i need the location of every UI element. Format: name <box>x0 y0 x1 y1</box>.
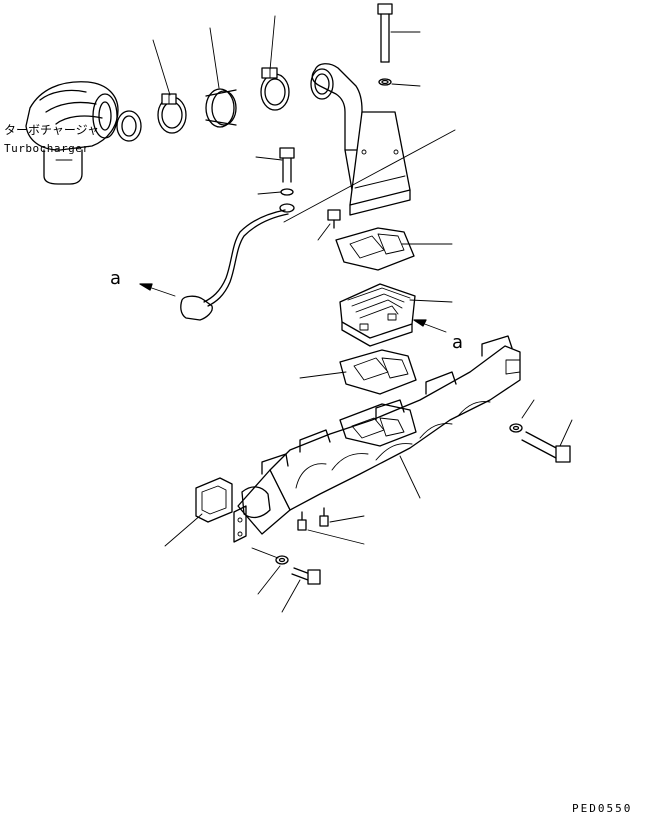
drawing-code: PED0550 <box>572 802 632 815</box>
view-arrow-upper <box>139 283 176 297</box>
sensor-plug <box>327 209 341 229</box>
gasket-upper <box>335 227 415 271</box>
mid-bolt <box>279 147 295 213</box>
leader-line <box>559 419 573 447</box>
leader-line <box>299 371 347 379</box>
intake-elbow <box>310 63 411 216</box>
leader-line <box>255 156 283 161</box>
washer-right <box>509 423 523 433</box>
leader-line <box>399 455 421 499</box>
view-label-a-lower: a <box>452 332 463 353</box>
turbocharger-label-jp: ターボチャージャ <box>4 123 99 137</box>
connector-ring <box>116 110 142 142</box>
bolt-right <box>521 431 571 463</box>
bolt-lower <box>291 567 321 585</box>
end-cover-plate <box>195 477 233 523</box>
leader-line <box>329 515 365 523</box>
view-arrow-lower <box>413 319 447 333</box>
hose-clamp-2 <box>260 67 290 111</box>
leader-line <box>251 547 279 559</box>
wiring-harness <box>180 209 289 321</box>
leader-line <box>283 129 456 223</box>
view-label-a-upper: a <box>110 268 121 289</box>
leader-line <box>257 565 281 595</box>
leader-line <box>209 27 220 89</box>
leader-line <box>521 399 535 419</box>
leader-line <box>409 299 453 303</box>
heater-block <box>339 283 416 347</box>
end-bracket <box>233 505 247 543</box>
sensor-lower-2 <box>319 507 329 527</box>
connecting-hose <box>205 88 237 128</box>
turbocharger-outline <box>25 81 119 185</box>
turbocharger-label-en: Turbocharger <box>4 142 89 155</box>
leader-line <box>164 513 203 547</box>
leader-line <box>307 529 365 545</box>
leader-line <box>152 39 171 96</box>
leader-line <box>391 83 421 87</box>
long-bolt-top <box>377 3 393 86</box>
leader-line <box>257 191 282 195</box>
leader-line <box>281 579 301 613</box>
washer-lower <box>275 555 289 565</box>
sensor-lower-1 <box>297 511 307 531</box>
leader-line <box>269 15 276 71</box>
leader-line <box>317 223 331 241</box>
gasket-lower <box>339 349 417 395</box>
hose-clamp-1 <box>157 93 187 134</box>
intake-manifold <box>237 335 521 535</box>
